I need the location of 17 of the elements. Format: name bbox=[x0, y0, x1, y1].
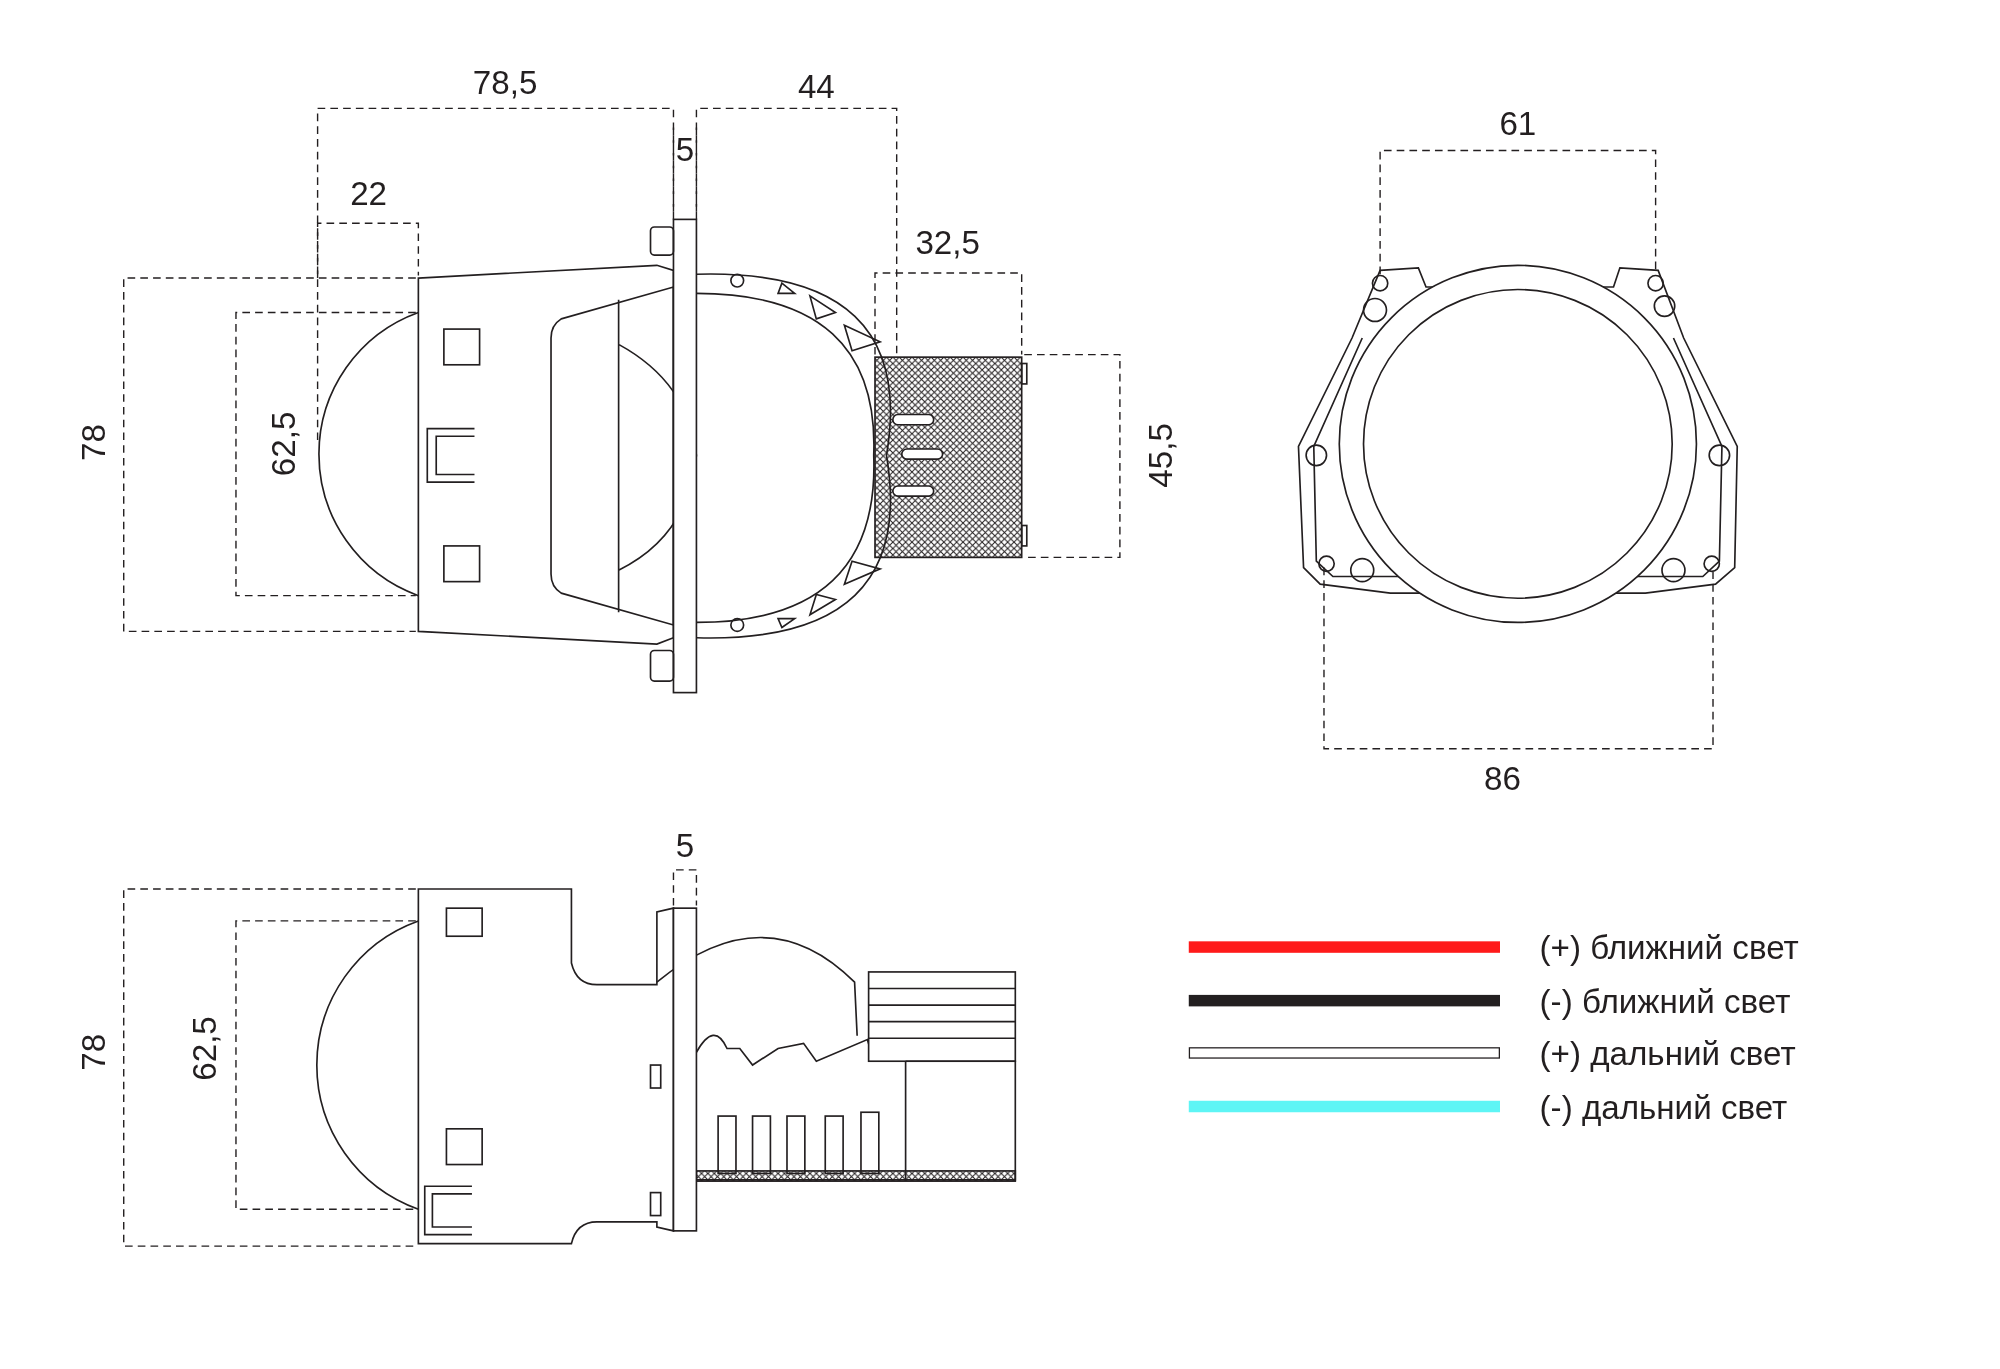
dimension-label: 44 bbox=[797, 68, 835, 105]
dimension-label: 5 bbox=[675, 131, 695, 168]
dimension-label: 45,5 bbox=[1142, 423, 1179, 488]
legend-label: (-) дальний свет bbox=[1539, 1089, 1788, 1125]
dimension-label: 86 bbox=[1484, 760, 1521, 796]
dimension-label: 32,5 bbox=[915, 224, 980, 261]
dimension-label: 62,5 bbox=[265, 411, 301, 477]
dimension-label: 78 bbox=[75, 424, 111, 462]
dimension-label: 78 bbox=[75, 1033, 111, 1071]
dimension-label: 5 bbox=[675, 827, 695, 864]
dimension-label: 62,5 bbox=[186, 1016, 222, 1081]
dimension-label: 22 bbox=[350, 176, 388, 212]
dimension-label: 78,5 bbox=[472, 65, 538, 101]
dimension-label: 61 bbox=[1499, 105, 1537, 142]
legend-label: (-) ближний свет bbox=[1539, 983, 1791, 1020]
legend-label: (+) ближний свет bbox=[1539, 929, 1799, 966]
legend-label: (+) дальний свет bbox=[1539, 1035, 1796, 1072]
